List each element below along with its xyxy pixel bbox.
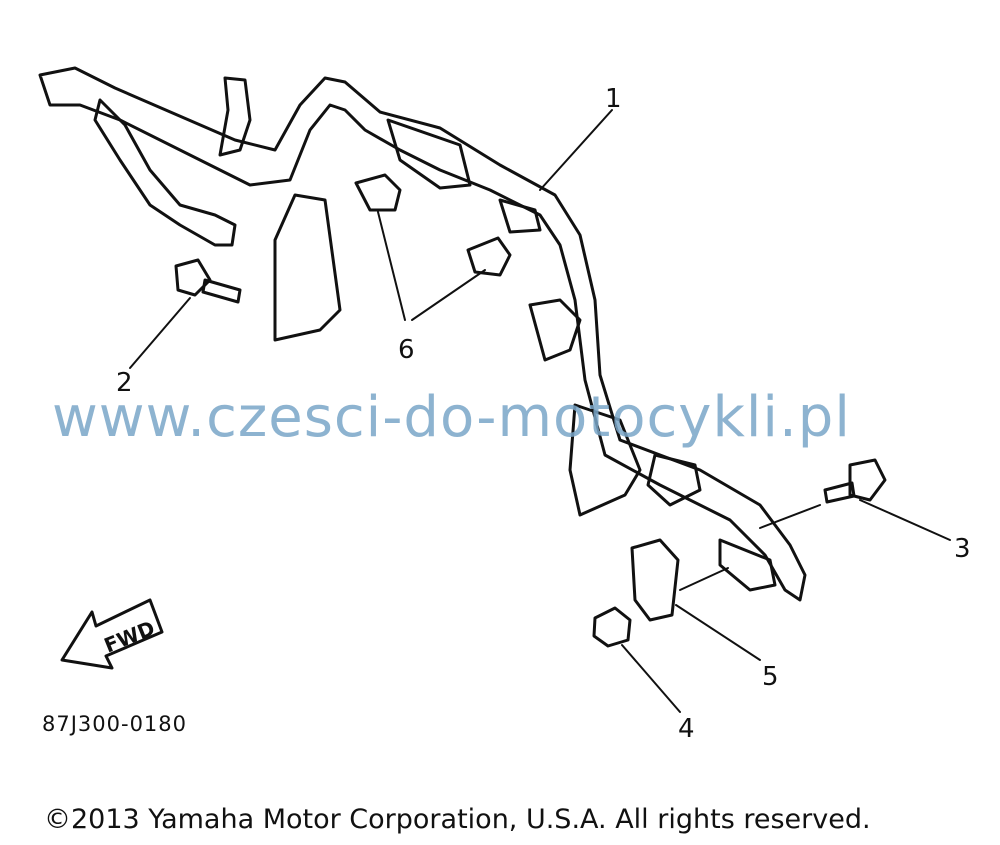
grommet-part-5 [630,538,680,622]
forward-arrow-icon [60,598,164,670]
watermark-text: www.czesci-do-motocykli.pl [52,385,851,450]
part-code: 87J300-0180 [42,712,188,736]
direction-label: FWD [101,616,159,658]
callout-1: 1 [605,84,622,114]
callout-4: 4 [678,714,695,744]
callout-5: 5 [762,662,779,692]
clamp-part-6 [354,173,512,277]
copyright-notice: ©2013 Yamaha Motor Corporation, U.S.A. A… [44,804,871,835]
callout-2: 2 [116,368,133,398]
callout-6: 6 [398,335,415,365]
bolt-part-2 [174,258,242,304]
leader-lines [129,109,951,713]
bolt-part-3 [823,458,887,504]
callout-3: 3 [954,534,971,564]
bracket-stay [38,66,807,602]
nut-part-4 [592,606,632,648]
